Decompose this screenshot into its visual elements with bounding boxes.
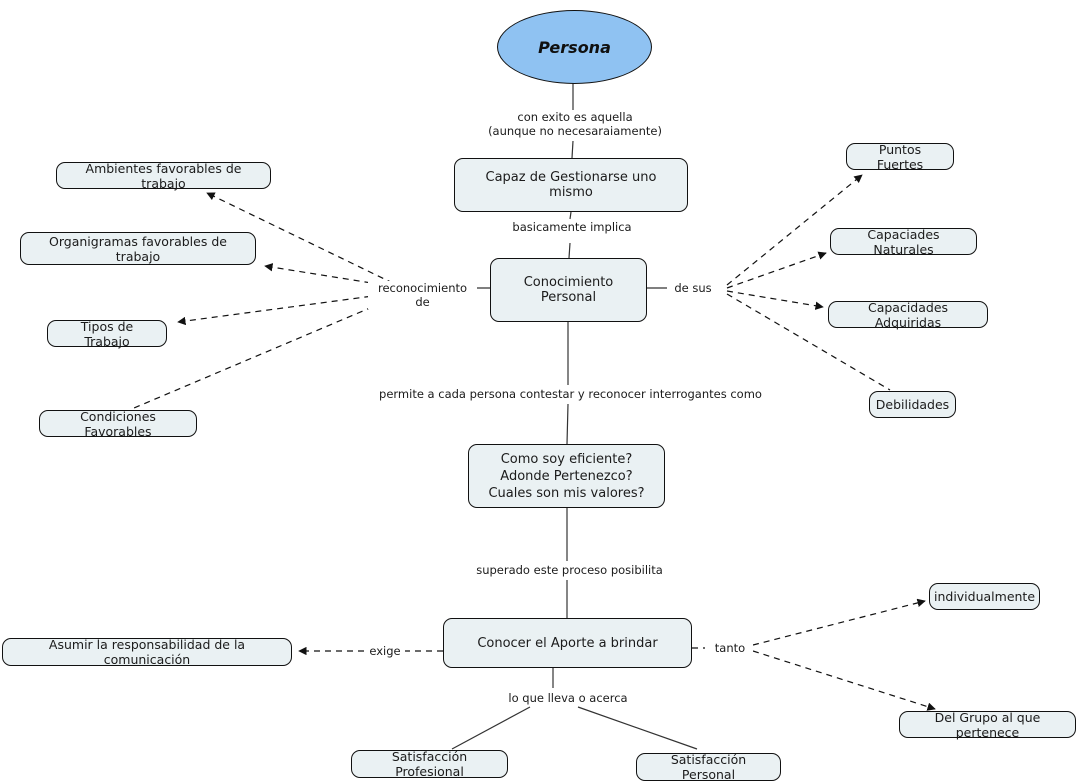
edge-tanto-to-individualmente	[752, 598, 926, 646]
node-ambientes-favorables-de-trabajo[interactable]: Ambientes favorables de trabajo	[56, 161, 271, 191]
edge-capaz-to-label	[569, 211, 572, 220]
node-satisfaccion-personal[interactable]: Satisfacción Personal	[636, 752, 781, 782]
node-persona[interactable]: Persona	[497, 10, 652, 84]
edge-label-lo-que-lleva-o-acerca: lo que lleva o acerca	[496, 691, 640, 705]
node-debilidades[interactable]: Debilidades	[869, 391, 956, 418]
edge-tanto-to-delgrupo	[752, 650, 936, 711]
node-individualmente[interactable]: individualmente	[929, 583, 1040, 610]
edge-label-to-capaz	[571, 140, 574, 159]
node-condiciones-favorables[interactable]: Condiciones Favorables	[39, 409, 197, 439]
edge-label-con-exito-es-aquella: con exito es aquella (aunque no necesara…	[473, 110, 677, 138]
edge-label-to-conocimiento	[568, 242, 571, 259]
node-organigramas-favorables-de-trabajo[interactable]: Organigramas favorables de trabajo	[20, 232, 256, 265]
node-interrogantes[interactable]: Como soy eficiente? Adonde Pertenezco? C…	[468, 444, 665, 508]
edge-label-reconocimiento-de: reconocimiento de	[368, 281, 477, 309]
node-capaz-de-gestionarse[interactable]: Capaz de Gestionarse uno mismo	[454, 158, 688, 212]
edge-label-exige: exige	[365, 644, 405, 658]
node-del-grupo-al-que-pertenece[interactable]: Del Grupo al que pertenece	[899, 710, 1076, 740]
node-satisfaccion-profesional[interactable]: Satisfacción Profesional	[351, 749, 508, 779]
edge-label-basicamente-implica: basicamente implica	[505, 220, 639, 234]
edge-reconocimiento-to-condiciones	[133, 293, 404, 409]
edge-label-de-sus: de sus	[669, 281, 717, 295]
node-conocimiento-personal[interactable]: Conocimiento Personal	[490, 258, 647, 322]
edge-label-permite-contestar: permite a cada persona contestar y recon…	[364, 387, 777, 401]
edge-label-tanto: tanto	[707, 641, 753, 655]
node-capaciades-naturales[interactable]: Capaciades Naturales	[830, 227, 977, 257]
edge-loquelleva-to-profesional	[451, 706, 531, 750]
edge-desus-to-adquiridas	[726, 290, 824, 310]
node-tipos-de-trabajo[interactable]: Tipos de Trabajo	[47, 319, 167, 349]
edge-label-superado-este-proceso: superado este proceso posibilita	[465, 563, 674, 577]
node-puntos-fuertes[interactable]: Puntos Fuertes	[846, 142, 954, 172]
node-conocer-el-aporte-a-brindar[interactable]: Conocer el Aporte a brindar	[443, 618, 692, 668]
node-capacidades-adquiridas[interactable]: Capacidades Adquiridas	[828, 300, 988, 330]
edge-loquelleva-to-personal	[577, 706, 698, 750]
edge-desus-to-naturales	[726, 251, 827, 289]
node-asumir-la-responsabilidad[interactable]: Asumir la responsabilidad de la comunica…	[2, 637, 292, 667]
edge-permite-to-interrogantes	[566, 403, 569, 445]
